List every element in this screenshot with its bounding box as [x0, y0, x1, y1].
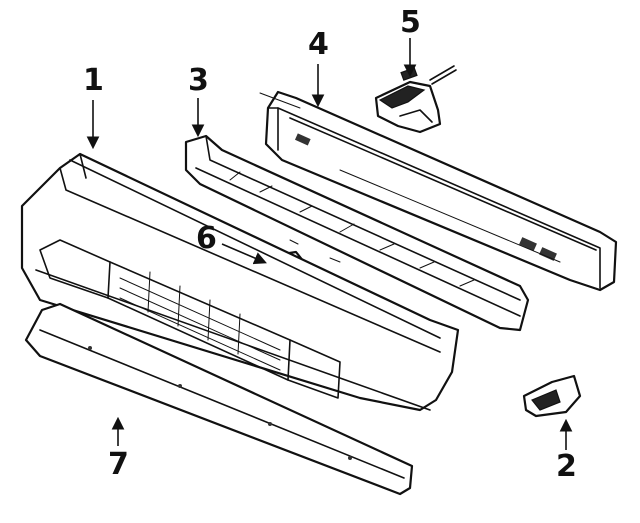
reinforcement-beam: [259, 90, 618, 292]
callout-2: 2: [556, 449, 577, 484]
callout-1: 1: [83, 63, 104, 98]
callout-6: 6: [196, 221, 217, 256]
callout-3: 3: [188, 63, 209, 98]
bumper-cover: [20, 152, 460, 412]
lower-valance: [24, 302, 414, 496]
callout-5: 5: [400, 5, 421, 40]
mounting-bracket: [374, 65, 457, 134]
callout-6-leader: [221, 243, 267, 265]
energy-absorber: [184, 134, 530, 332]
callout-4: 4: [308, 27, 329, 62]
side-bracket: [522, 374, 582, 418]
callout-7: 7: [108, 447, 129, 482]
